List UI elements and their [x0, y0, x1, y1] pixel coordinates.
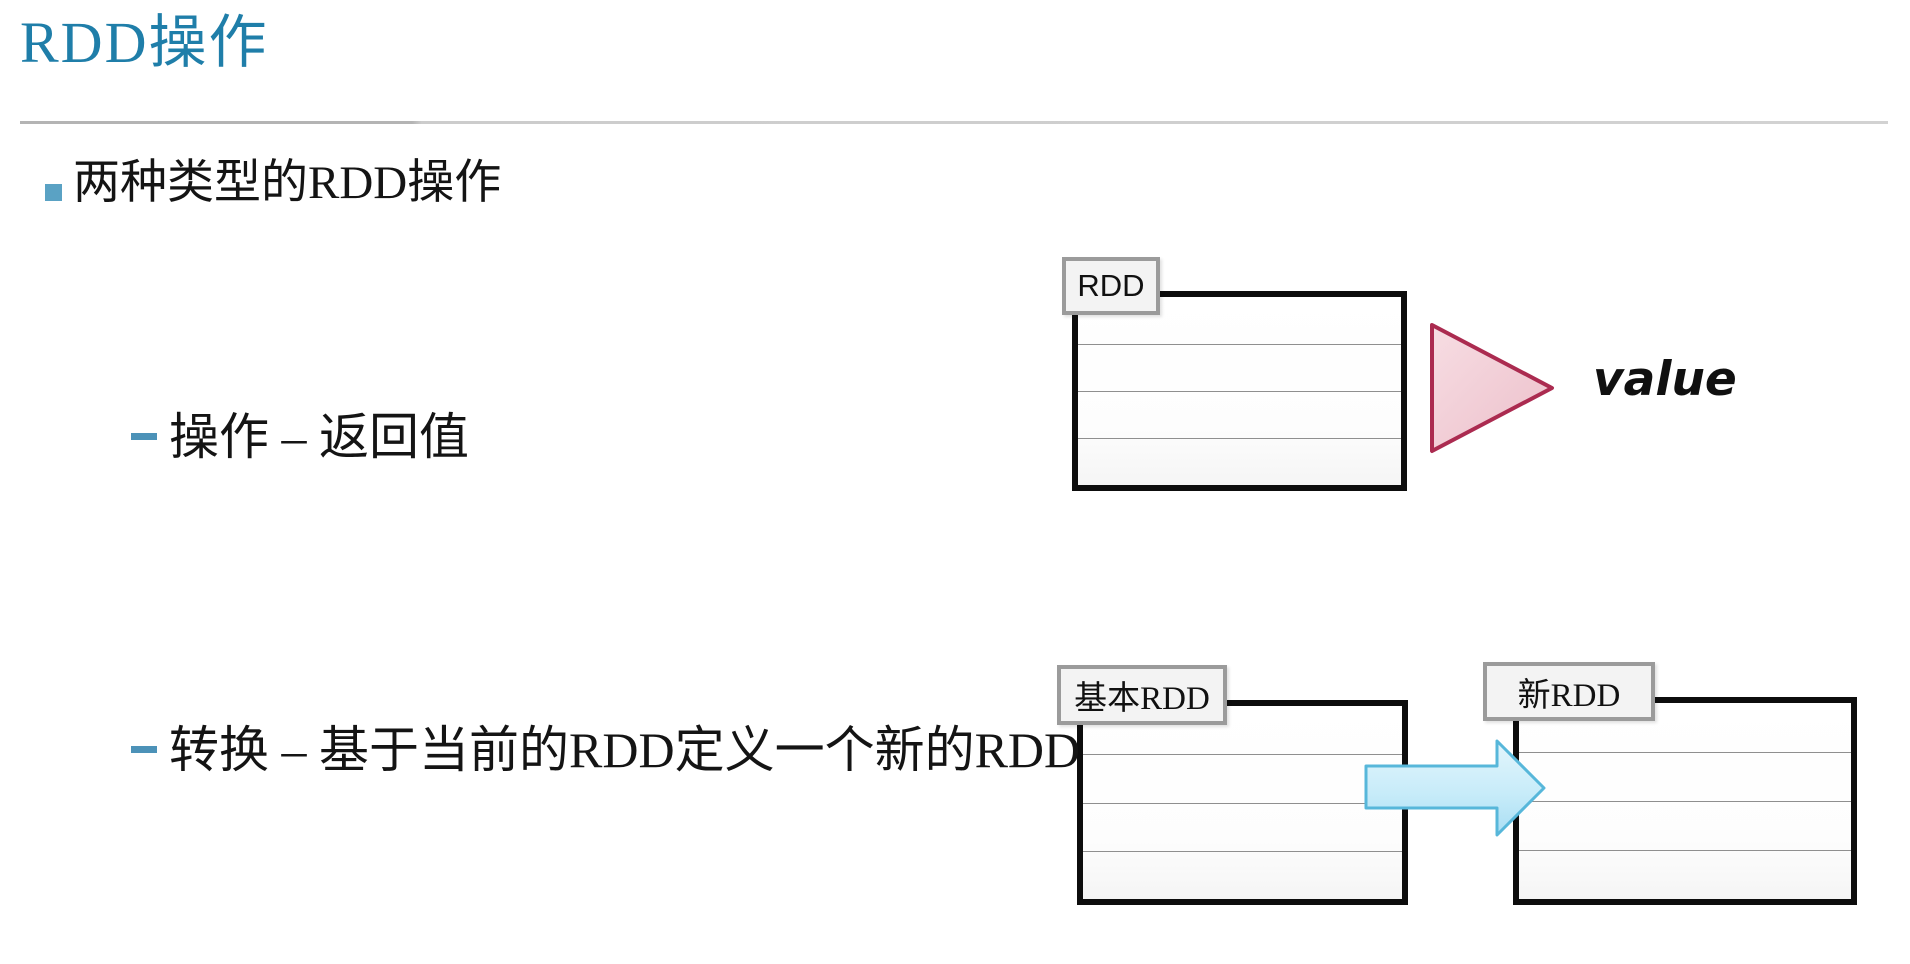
page-title: RDD操作 [20, 10, 269, 75]
table-row-line [1083, 802, 1402, 804]
action-triangle-icon [1430, 323, 1554, 453]
value-label: value [1593, 352, 1737, 407]
base-rdd-box-label: 基本RDD [1057, 665, 1227, 725]
title-divider [20, 121, 1888, 124]
base-rdd-table-box [1077, 700, 1408, 905]
sub-bullet-action-text: 操作 – 返回值 [169, 409, 469, 465]
table-row-line [1078, 438, 1401, 439]
dash-bullet-icon [131, 433, 157, 440]
new-rdd-table-box [1513, 697, 1857, 905]
sub-bullet-transform: 转换 – 基于当前的RDD定义一个新的RDD [131, 715, 1080, 785]
table-row-line [1083, 850, 1402, 852]
dash-bullet-icon [131, 746, 157, 753]
table-row-line [1083, 754, 1402, 756]
bullet-text: 两种类型的RDD操作 [73, 157, 502, 209]
rdd-box-label: RDD [1062, 257, 1160, 315]
sub-bullet-transform-text: 转换 – 基于当前的RDD定义一个新的RDD [169, 722, 1081, 778]
transform-arrow-icon [1364, 739, 1546, 837]
bullet-item: 两种类型的RDD操作 [40, 150, 501, 216]
table-row-line [1519, 850, 1851, 851]
bullet-square-icon [45, 184, 62, 201]
new-rdd-box-label: 新RDD [1483, 662, 1655, 721]
table-row-line [1078, 391, 1401, 392]
table-row-line [1519, 752, 1851, 753]
table-row-line [1519, 801, 1851, 802]
rdd-table-box [1072, 291, 1407, 491]
sub-bullet-action: 操作 – 返回值 [131, 402, 469, 472]
table-row-line [1078, 344, 1401, 345]
